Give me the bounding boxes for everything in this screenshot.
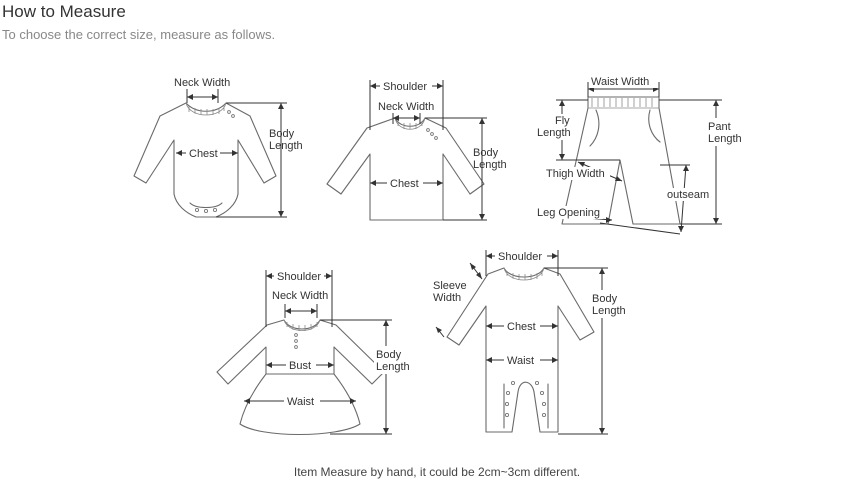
romper-collar [503, 267, 545, 281]
bodysuit-neck-width-measure [186, 89, 219, 103]
bodysuit-body-length-label-2: Length [269, 140, 303, 152]
pants-pant-length-label-2: Length [708, 133, 742, 145]
romper-waist-label: Waist [507, 355, 534, 367]
dress-neck-width-measure [284, 304, 318, 318]
shirt-diagram: Shoulder Neck Width Chest Body Length [326, 79, 507, 221]
dress-shoulder-label: Shoulder [277, 271, 321, 283]
dress-waist-measure [244, 394, 356, 408]
dress-bust-label: Bust [289, 360, 311, 372]
romper-chest-measure [486, 319, 558, 333]
pants-fly-length-label-2: Length [537, 127, 571, 139]
dress-body-length-label-1: Body [376, 349, 402, 361]
bodysuit-chest-measure [176, 146, 238, 160]
romper-waist-measure [486, 353, 558, 367]
bodysuit-snaps [194, 110, 235, 214]
pants-outline [561, 96, 681, 225]
shirt-body-length-measure [425, 117, 487, 221]
romper-sleeve-width-measure [435, 262, 483, 338]
dress-collar [283, 319, 321, 331]
romper-body-length-measure [544, 267, 630, 435]
pants-pocket-curve [648, 109, 661, 143]
dress-waist-label: Waist [287, 396, 314, 408]
bodysuit-chest-label: Chest [189, 148, 218, 160]
pants-outseam-label: outseam [667, 189, 709, 201]
romper-snaps [504, 380, 547, 418]
shirt-shoulder-measure [369, 79, 444, 130]
pants-fly-length-label-1: Fly [555, 115, 570, 127]
romper-shoulder-label: Shoulder [498, 251, 542, 263]
measurement-note: Item Measure by hand, it could be 2cm~3c… [293, 465, 581, 479]
pants-thigh-width-label: Thigh Width [546, 168, 605, 180]
bodysuit-crotch [189, 202, 223, 209]
shirt-chest-label: Chest [390, 178, 419, 190]
romper-leg-seam [503, 383, 549, 429]
dress-bust-measure [266, 358, 334, 372]
pants-outseam-measure [660, 164, 712, 233]
romper-shoulder-measure [485, 249, 559, 276]
bodysuit-diagram: Neck Width Chest Body Length [133, 77, 303, 218]
dress-body-length-measure [320, 319, 414, 435]
pants-pant-length-label-1: Pant [708, 121, 731, 133]
dress-outline [216, 319, 385, 436]
romper-sleeve-width-label-1: Sleeve [433, 280, 467, 292]
dress-neck-width-label: Neck Width [272, 290, 328, 302]
pants-waist-width-measure [587, 75, 660, 97]
romper-sleeve-width-label-2: Width [433, 292, 461, 304]
pants-pant-length-measure [659, 99, 744, 225]
bodysuit-body-length-label-1: Body [269, 128, 295, 140]
romper-body-length-label-2: Length [592, 305, 626, 317]
pants-waistband [588, 98, 659, 109]
pants-thigh-width-measure [544, 161, 623, 182]
bodysuit-body-length-measure [216, 102, 287, 218]
dress-shoulder-measure [265, 269, 333, 327]
pants-diagram: Waist Width Fly Length Pant Length Thigh… [535, 75, 744, 235]
bodysuit-collar [185, 102, 227, 116]
pants-leg-opening-label: Leg Opening [537, 207, 600, 219]
pants-leg-opening-measure [535, 206, 681, 235]
bodysuit-outline [133, 102, 277, 218]
shirt-shoulder-label: Shoulder [383, 81, 427, 93]
dress-body-length-label-2: Length [376, 361, 410, 373]
page-subtitle: To choose the correct size, measure as f… [2, 27, 276, 42]
pants-waist-width-label: Waist Width [591, 76, 649, 88]
shirt-body-length-label-1: Body [473, 147, 499, 159]
dress-diagram: Shoulder Neck Width Bust Waist [216, 269, 414, 436]
shirt-chest-measure [370, 176, 443, 190]
shirt-body-length-label-2: Length [473, 159, 507, 171]
shirt-outline [326, 117, 485, 221]
romper-outline [446, 267, 595, 433]
pants-fly-curve [589, 109, 600, 147]
pants-fly-length-measure [536, 99, 620, 161]
romper-chest-label: Chest [507, 321, 536, 333]
page-title: How to Measure [2, 2, 126, 21]
dress-buttons [294, 333, 298, 349]
shirt-buttons [426, 128, 438, 140]
shirt-neck-width-measure [392, 113, 421, 124]
romper-diagram: Shoulder Sleeve Width Chest Waist [433, 249, 630, 435]
bodysuit-neck-width-label: Neck Width [174, 77, 230, 89]
romper-body-length-label-1: Body [592, 293, 618, 305]
shirt-neck-width-label: Neck Width [378, 101, 434, 113]
shirt-collar [394, 117, 426, 130]
